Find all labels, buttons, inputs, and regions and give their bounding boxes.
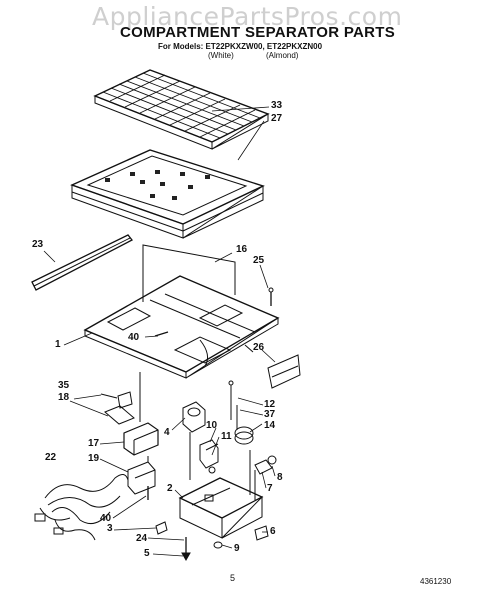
- heater-wire-part: [142, 244, 236, 302]
- callout-23: 23: [32, 239, 44, 250]
- callout-40-lower: 40: [100, 513, 112, 524]
- control-box-17: [123, 372, 159, 456]
- callout-22: 22: [45, 452, 57, 463]
- callout-14: 14: [264, 420, 276, 431]
- screw-24: [181, 537, 191, 562]
- color-almond: (Almond): [266, 51, 299, 60]
- callout-4: 4: [164, 427, 170, 438]
- callout-19: 19: [88, 453, 100, 464]
- shelf-grille-part: [93, 69, 270, 150]
- callout-18: 18: [58, 392, 70, 403]
- nut-9: [213, 541, 223, 549]
- callout-1: 1: [55, 339, 61, 350]
- callout-27: 27: [271, 113, 283, 124]
- screw-40-upper: [154, 331, 169, 337]
- clip-3: [155, 521, 168, 535]
- callout-17: 17: [88, 438, 100, 449]
- callout-16: 16: [236, 244, 248, 255]
- knob-14: [234, 426, 254, 445]
- callout-5: 5: [144, 548, 150, 559]
- callout-24: 24: [136, 533, 148, 544]
- callout-8: 8: [277, 472, 283, 483]
- callout-2: 2: [167, 483, 173, 494]
- watermark: AppliancePartsPros.com: [92, 2, 403, 31]
- trim-strip-part: [31, 234, 134, 291]
- shelf-frame-part: [70, 149, 265, 239]
- callout-33: 33: [271, 100, 283, 111]
- callout-3: 3: [107, 523, 113, 534]
- callout-6: 6: [270, 526, 276, 537]
- callout-40-upper: 40: [128, 332, 140, 343]
- callout-37: 37: [264, 409, 276, 420]
- page-number: 5: [230, 573, 236, 583]
- callout-25: 25: [253, 255, 265, 266]
- leader-lines: [43, 106, 276, 557]
- callout-9: 9: [234, 543, 240, 554]
- callout-12: 12: [264, 399, 276, 410]
- wiring-harness-22: [34, 474, 129, 541]
- callout-26: 26: [253, 342, 265, 353]
- callout-35: 35: [58, 380, 70, 391]
- color-white: (White): [208, 51, 234, 60]
- model-list: For Models: ET22PKXZW00, ET22PKXZN00: [158, 42, 323, 51]
- diagram-title: COMPARTMENT SEPARATOR PARTS: [120, 24, 396, 41]
- screw-part: [268, 287, 274, 306]
- insulation-part: [267, 354, 301, 389]
- callout-7: 7: [267, 483, 273, 494]
- bracket-6: [254, 525, 269, 541]
- housing-2: [178, 450, 264, 539]
- document-code: 4361230: [420, 577, 452, 586]
- bulb-8: [254, 455, 277, 475]
- rod-12: [228, 380, 238, 430]
- bracket-35: [100, 391, 133, 409]
- callout-10: 10: [206, 420, 218, 431]
- thermostat-10: [199, 439, 219, 474]
- damper-4: [182, 401, 206, 480]
- bracket-19: [127, 456, 156, 495]
- callout-11: 11: [221, 431, 232, 442]
- separator-panel-part: [83, 275, 280, 379]
- plate-18: [104, 405, 135, 425]
